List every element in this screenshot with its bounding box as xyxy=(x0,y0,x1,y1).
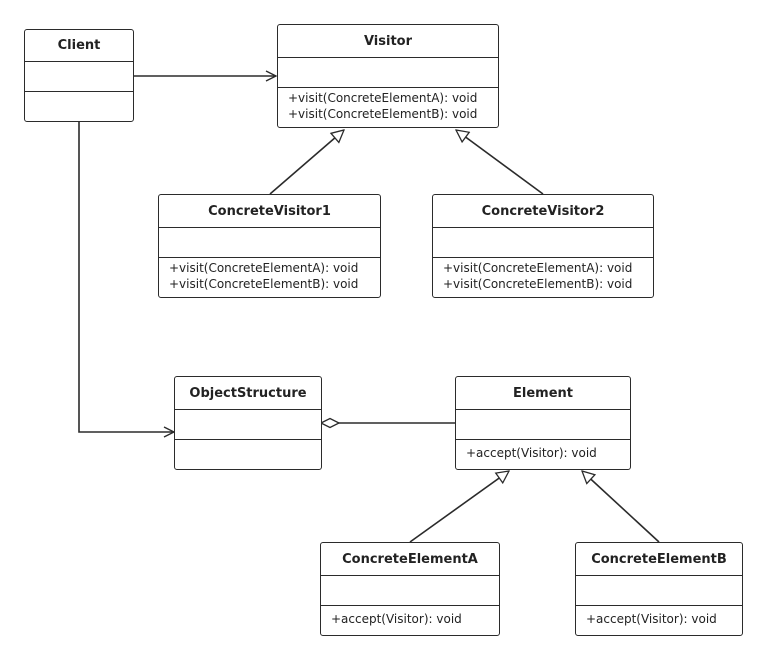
class-concrete-visitor1[interactable]: ConcreteVisitor1 +visit(ConcreteElementA… xyxy=(158,194,381,298)
operation: +accept(Visitor): void xyxy=(586,612,717,626)
class-visitor[interactable]: Visitor +visit(ConcreteElementA): void +… xyxy=(277,24,499,128)
operation: +accept(Visitor): void xyxy=(331,612,462,626)
association-client-objectstructure xyxy=(78,122,174,432)
generalization-concretevisitor1-visitor xyxy=(269,130,344,195)
attributes-compartment xyxy=(433,227,653,257)
generalization-concretevisitor2-visitor xyxy=(456,130,544,195)
operation: +visit(ConcreteElementA): void xyxy=(169,261,359,275)
operations-compartment xyxy=(25,91,133,121)
class-name: ConcreteElementB xyxy=(591,551,727,567)
operation: +visit(ConcreteElementB): void xyxy=(288,107,478,121)
class-name: Visitor xyxy=(363,33,413,49)
class-concrete-element-a[interactable]: ConcreteElementA +accept(Visitor): void xyxy=(320,542,500,636)
class-object-structure[interactable]: ObjectStructure xyxy=(174,376,322,470)
generalization-concreteelementa-element xyxy=(409,471,509,543)
attributes-compartment xyxy=(321,575,499,605)
operations-compartment: +visit(ConcreteElementA): void +visit(Co… xyxy=(159,257,380,297)
operation: +visit(ConcreteElementA): void xyxy=(288,91,478,105)
attributes-compartment xyxy=(576,575,742,605)
operations-compartment: +visit(ConcreteElementA): void +visit(Co… xyxy=(278,87,498,127)
operations-compartment: +visit(ConcreteElementA): void +visit(Co… xyxy=(433,257,653,297)
operations-compartment: +accept(Visitor): void xyxy=(576,605,742,635)
generalization-concreteelementb-element xyxy=(582,471,660,543)
class-concrete-visitor2[interactable]: ConcreteVisitor2 +visit(ConcreteElementA… xyxy=(432,194,654,298)
class-name: ConcreteElementA xyxy=(342,551,478,567)
class-name: Element xyxy=(513,385,573,401)
attributes-compartment xyxy=(159,227,380,257)
operation: +visit(ConcreteElementB): void xyxy=(169,277,359,291)
class-concrete-element-b[interactable]: ConcreteElementB +accept(Visitor): void xyxy=(575,542,743,636)
class-client[interactable]: Client xyxy=(24,29,134,122)
class-name: ObjectStructure xyxy=(189,385,307,401)
class-name: ConcreteVisitor1 xyxy=(208,203,331,219)
operations-compartment: +accept(Visitor): void xyxy=(456,439,630,469)
operation: +visit(ConcreteElementA): void xyxy=(443,261,633,275)
operations-compartment xyxy=(175,439,321,469)
class-element[interactable]: Element +accept(Visitor): void xyxy=(455,376,631,470)
operation: +accept(Visitor): void xyxy=(466,446,597,460)
operation: +visit(ConcreteElementB): void xyxy=(443,277,633,291)
attributes-compartment xyxy=(456,409,630,439)
class-name: Client xyxy=(57,38,101,53)
operations-compartment: +accept(Visitor): void xyxy=(321,605,499,635)
attributes-compartment xyxy=(175,409,321,439)
attributes-compartment xyxy=(278,57,498,87)
attributes-compartment xyxy=(25,61,133,91)
class-name: ConcreteVisitor2 xyxy=(481,203,605,219)
